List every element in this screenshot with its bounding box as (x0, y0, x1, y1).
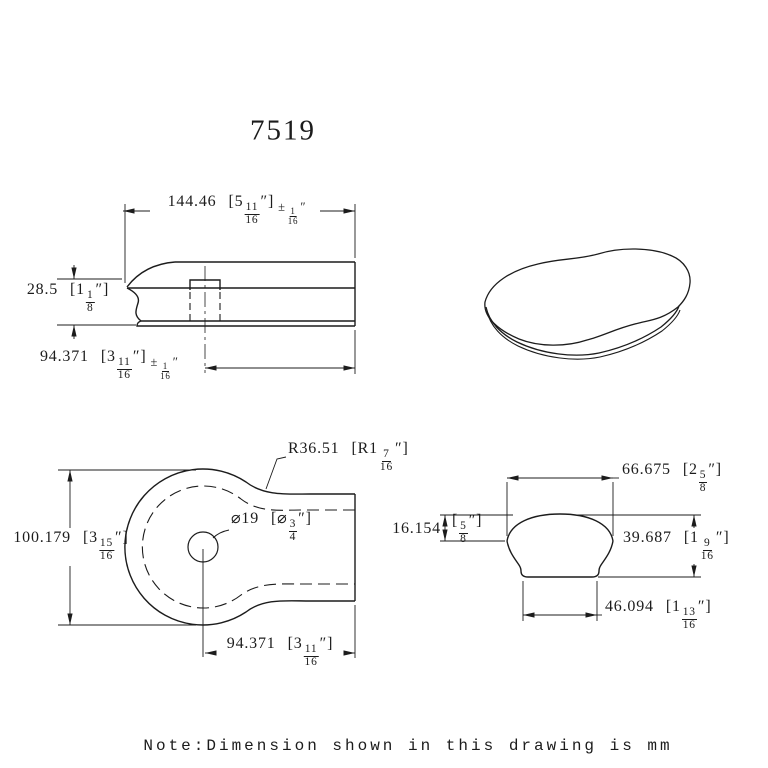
top-hidden-base-outline (141, 485, 355, 609)
side-outline (126, 261, 356, 327)
top-dim-lines (58, 456, 356, 658)
dim-label-crown-height-mm: 16.154 (392, 520, 441, 537)
iso-base-bottom-edge (486, 309, 681, 360)
top-outer-outline (124, 468, 355, 626)
leader-line-radius (265, 456, 287, 490)
profile-view (440, 475, 701, 621)
top-outline (124, 468, 356, 626)
profile-left-side (506, 540, 529, 578)
side-view (57, 204, 356, 374)
part-number-title: 7519 (250, 114, 316, 147)
profile-dim-lines (440, 475, 701, 621)
iso-view (484, 248, 691, 360)
side-hidden-lines (189, 292, 221, 321)
side-ogee-curve (126, 287, 142, 322)
profile-crown-arc (506, 513, 614, 542)
top-view (58, 456, 356, 658)
iso-base-top-edge (485, 305, 680, 356)
profile-right-side (591, 540, 614, 578)
side-top-left-curve (126, 261, 176, 288)
leader-line-hole (212, 529, 230, 539)
profile-outline (506, 513, 614, 578)
side-dim-lines (57, 204, 356, 374)
side-base-plate-edge (136, 320, 355, 327)
iso-top-outline (484, 248, 691, 346)
units-note: Note:Dimension shown in this drawing is … (143, 737, 673, 755)
